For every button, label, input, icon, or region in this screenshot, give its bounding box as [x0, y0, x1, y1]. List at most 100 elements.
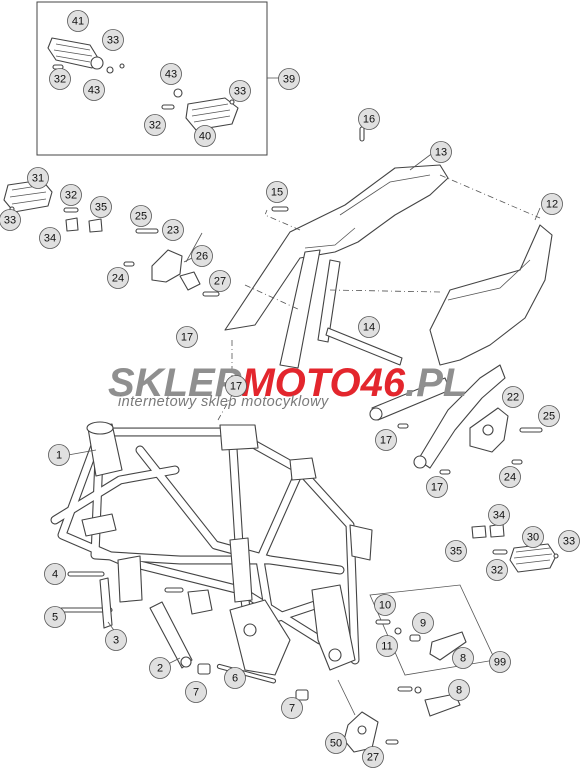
callout-c1: 1 — [48, 444, 70, 466]
callout-c6: 6 — [224, 667, 246, 689]
callout-c34b: 34 — [488, 504, 510, 526]
footrest-left-part — [47, 37, 125, 74]
callout-number: 2 — [157, 663, 163, 675]
watermark-brand-a: SKLEP — [108, 361, 242, 405]
callout-c16: 16 — [358, 108, 380, 130]
callout-number: 27 — [214, 276, 226, 288]
footrest-right-part — [161, 88, 239, 131]
callout-number: 14 — [363, 322, 375, 334]
callout-number: 32 — [54, 74, 66, 86]
callout-number: 5 — [52, 612, 58, 624]
svg-text:SKLEPMOTO46.PL: SKLEPMOTO46.PL — [108, 361, 467, 405]
callout-number: 25 — [543, 411, 555, 423]
callout-number: 17 — [380, 435, 392, 447]
callout-number: 39 — [283, 74, 295, 86]
callout-c17c: 17 — [375, 429, 397, 451]
watermark-brand-b: MOTO — [241, 361, 360, 405]
callout-c43a: 43 — [83, 79, 105, 101]
side-stand-bracket — [337, 584, 502, 753]
watermark-tagline: internetowy sklep motocyklowy — [118, 394, 329, 410]
callout-number: 8 — [460, 653, 466, 665]
callout-number: 15 — [271, 187, 283, 199]
callout-number: 41 — [72, 16, 84, 28]
callout-number: 8 — [456, 685, 462, 697]
callout-number: 1 — [56, 450, 62, 462]
callout-c25a: 25 — [130, 205, 152, 227]
callout-number: 17 — [230, 381, 242, 393]
callout-number: 25 — [135, 211, 147, 223]
callout-number: 24 — [112, 273, 124, 285]
callout-c30: 30 — [522, 526, 544, 548]
callout-number: 10 — [379, 600, 391, 612]
callout-number: 34 — [493, 510, 505, 522]
callout-c50: 50 — [325, 732, 347, 754]
callout-number: 34 — [44, 233, 56, 245]
callout-c24b: 24 — [499, 466, 521, 488]
callout-c7b: 7 — [281, 697, 303, 719]
callout-c13: 13 — [430, 141, 452, 163]
rear-subframe — [217, 126, 553, 469]
callout-labels: 1234567788910111213141516171717172223242… — [0, 10, 580, 768]
callout-number: 35 — [95, 202, 107, 214]
callout-number: 32 — [149, 120, 161, 132]
callout-number: 13 — [435, 147, 447, 159]
right-footrest-parts — [471, 523, 559, 573]
callout-c35b: 35 — [445, 540, 467, 562]
callout-number: 12 — [546, 199, 558, 211]
callout-number: 6 — [232, 673, 238, 685]
callout-number: 35 — [450, 546, 462, 558]
callout-c33d: 33 — [558, 530, 580, 552]
watermark-brand-c: 46 — [360, 361, 406, 405]
callout-c3: 3 — [105, 629, 127, 651]
callout-number: 7 — [289, 703, 295, 715]
callout-c32c: 32 — [144, 114, 166, 136]
callout-number: 23 — [167, 225, 179, 237]
callout-c35a: 35 — [90, 196, 112, 218]
callout-number: 11 — [381, 641, 392, 653]
callout-c9: 9 — [412, 612, 434, 634]
callout-number: 33 — [234, 86, 246, 98]
watermark-brand-d: .PL — [405, 361, 467, 405]
callout-number: 3 — [113, 635, 119, 647]
watermark-logo: SKLEPMOTO46.PL internetowy sklep motocyk… — [108, 361, 467, 410]
callout-number: 30 — [527, 532, 539, 544]
callout-number: 7 — [193, 687, 199, 699]
callout-c33b: 33 — [0, 209, 21, 231]
callout-number: 33 — [107, 35, 119, 47]
footrest-kit-inset — [36, 1, 281, 156]
callout-number: 43 — [165, 69, 177, 81]
callout-c15: 15 — [266, 181, 288, 203]
callout-number: 27 — [367, 752, 379, 764]
callout-number: 33 — [4, 215, 16, 227]
callout-number: 4 — [52, 569, 58, 581]
callout-c43b: 43 — [160, 63, 182, 85]
callout-c12: 12 — [541, 193, 563, 215]
callout-c32d: 32 — [486, 559, 508, 581]
callout-number: 9 — [420, 618, 426, 630]
callout-c8b: 8 — [448, 679, 470, 701]
callout-c40: 40 — [194, 125, 216, 147]
callout-number: 43 — [88, 85, 100, 97]
callout-number: 16 — [363, 114, 375, 126]
callout-number: 17 — [181, 332, 193, 344]
callout-c27a: 27 — [209, 270, 231, 292]
callout-c39: 39 — [278, 68, 300, 90]
callout-c17b: 17 — [225, 375, 247, 397]
callout-c4: 4 — [44, 563, 66, 585]
callout-c25b: 25 — [538, 405, 560, 427]
callout-number: 26 — [196, 251, 208, 263]
callout-number: 99 — [494, 657, 506, 669]
callout-c33c: 33 — [229, 80, 251, 102]
callout-number: 17 — [431, 482, 443, 494]
callout-c34a: 34 — [39, 227, 61, 249]
callout-number: 22 — [507, 392, 519, 404]
callout-c32b: 32 — [49, 68, 71, 90]
callout-c8a: 8 — [452, 647, 474, 669]
callout-number: 50 — [330, 738, 342, 750]
callout-c17d: 17 — [426, 476, 448, 498]
main-frame — [50, 421, 373, 676]
callout-c32a: 32 — [60, 184, 82, 206]
callout-c7a: 7 — [185, 681, 207, 703]
callout-c14: 14 — [358, 316, 380, 338]
callout-c31: 31 — [27, 167, 49, 189]
